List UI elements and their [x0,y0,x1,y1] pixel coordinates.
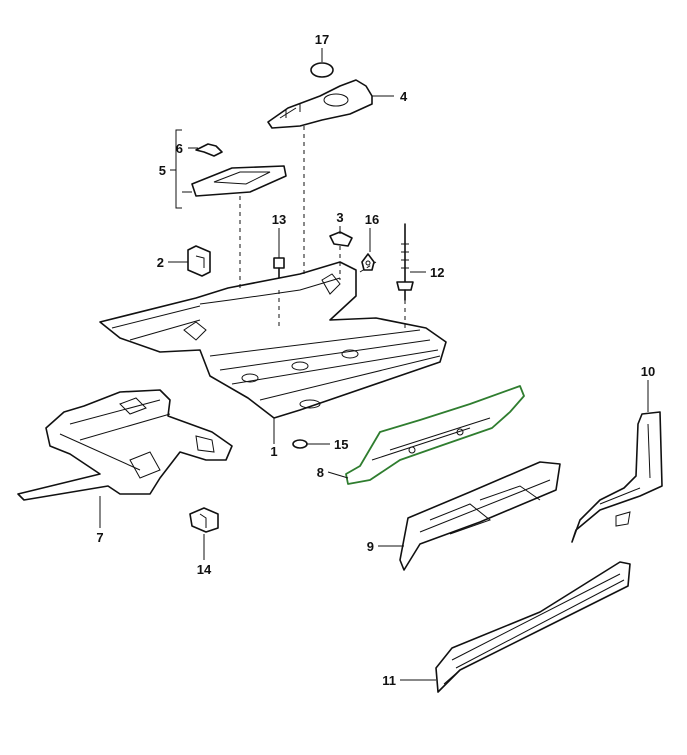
callout-9: 9 [367,539,374,554]
part-15-plug[interactable] [292,439,308,449]
callout-2: 2 [157,255,164,270]
part-6-bracket[interactable] [195,143,223,157]
part-3-clip[interactable] [329,231,353,247]
part-2-clip[interactable] [187,245,211,277]
callout-16: 16 [365,212,379,227]
part-10-pillar[interactable] [571,411,663,543]
callout-13: 13 [272,212,286,227]
callout-17: 17 [315,32,329,47]
part-4-tunnel-cover[interactable] [267,79,373,129]
callout-1: 1 [270,444,277,459]
callout-4: 4 [400,89,408,104]
callout-3: 3 [336,210,343,225]
part-8-longitudinal-member[interactable] [345,385,525,485]
callout-12: 12 [430,265,444,280]
group-bracket [175,129,182,209]
callout-15: 15 [334,437,348,452]
part-11-rocker-outer[interactable] [435,561,631,693]
part-16-grommet[interactable] [361,253,375,271]
callout-7: 7 [96,530,103,545]
part-14-clip[interactable] [189,507,219,533]
leader-lines [99,48,649,681]
callout-10: 10 [641,364,655,379]
callout-5: 5 [159,163,166,178]
part-5-plate[interactable] [191,165,287,197]
part-9-rocker-inner[interactable] [399,461,561,571]
part-12-stud[interactable] [396,223,414,301]
part-7-cross-member[interactable] [17,389,233,501]
callout-8: 8 [317,465,324,480]
callout-14: 14 [197,562,212,577]
callout-6: 6 [176,141,183,156]
part-17-plug[interactable] [310,62,334,78]
assembly-line [359,261,377,273]
part-1-floor-pan[interactable] [99,261,447,419]
callout-11: 11 [382,673,396,688]
